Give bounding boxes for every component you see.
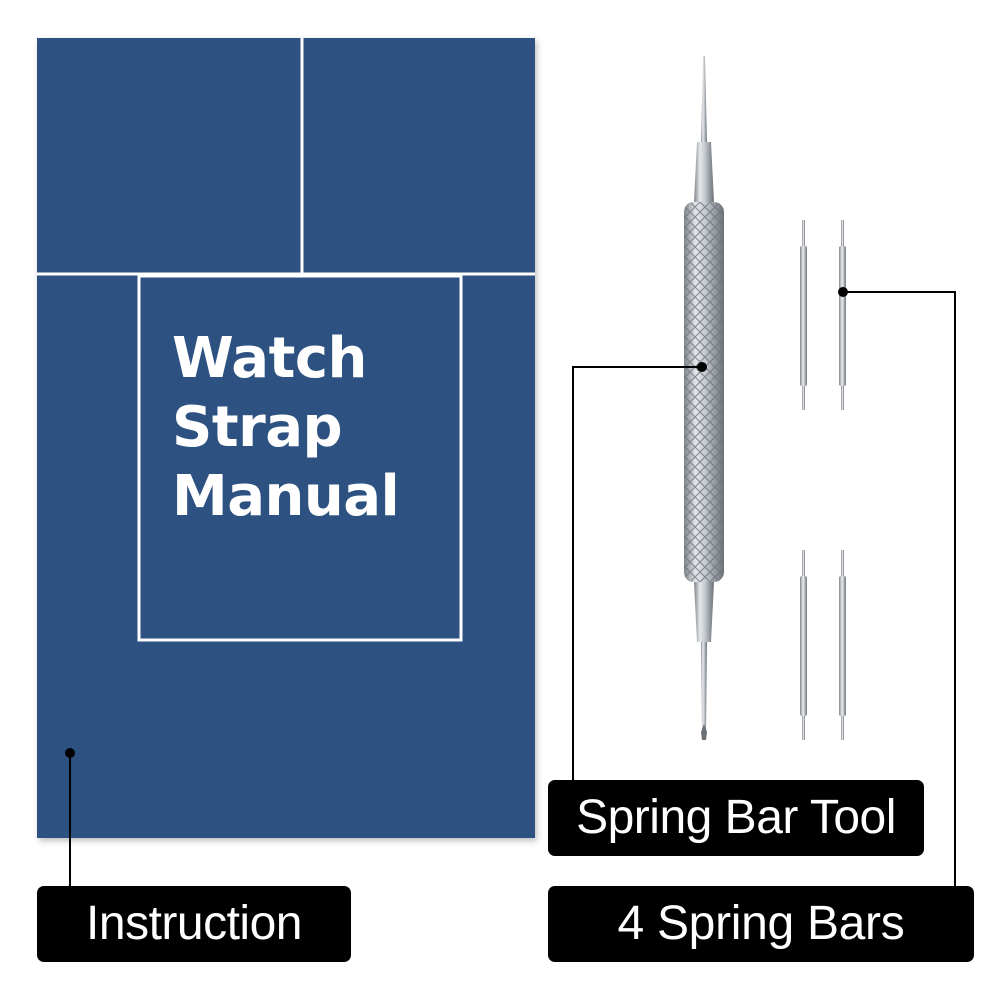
spring-bars-illustration: [800, 220, 846, 740]
manual-title-line-2: Strap: [172, 395, 343, 460]
spring-bar-1: [800, 220, 807, 410]
spring-bar-tool-illustration: [684, 56, 724, 740]
spring-bar-3: [800, 550, 807, 740]
manual-frame-lines: [37, 38, 535, 642]
tool-bottom-collar: [694, 582, 714, 642]
tool-top-pin: [701, 56, 707, 142]
instruction-manual: Watch Strap Manual: [37, 38, 535, 838]
manual-title: Watch Strap Manual: [172, 324, 400, 531]
spring-bar-tool-label: Spring Bar Tool: [548, 780, 924, 856]
spring-bars-label: 4 Spring Bars: [548, 886, 974, 962]
manual-title-line-3: Manual: [172, 464, 400, 529]
tool-top-collar: [694, 142, 714, 202]
tool-bottom-fork: [701, 642, 707, 732]
spring-bar-2: [839, 220, 846, 410]
instruction-label: Instruction: [37, 886, 351, 962]
spring-bar-4: [839, 550, 846, 740]
manual-title-line-1: Watch: [172, 326, 367, 391]
